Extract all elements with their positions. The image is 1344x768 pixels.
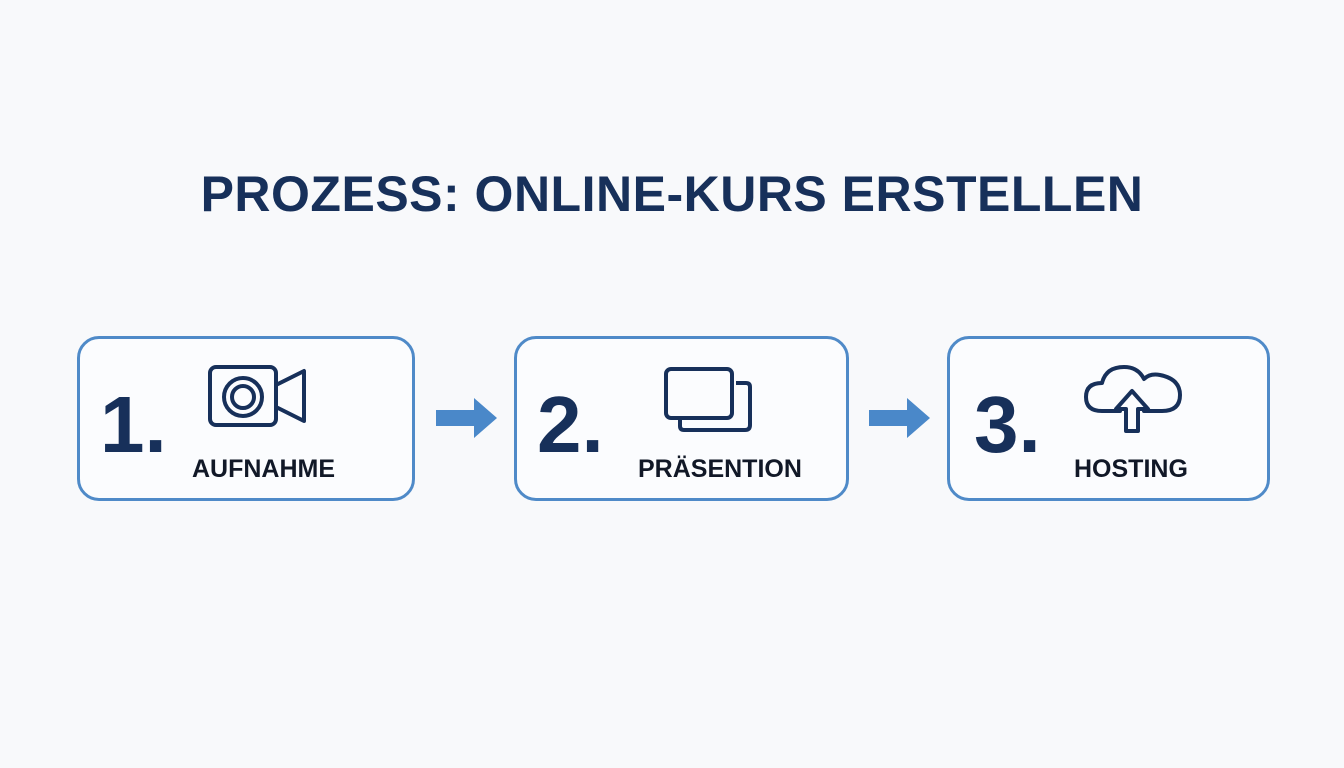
step-label: AUFNAHME bbox=[192, 455, 336, 483]
step-number: 2. bbox=[537, 380, 604, 469]
step-number: 1. bbox=[100, 380, 167, 469]
slides-icon bbox=[662, 365, 754, 440]
step-box-aufnahme: 1. AUFNAHME bbox=[77, 336, 415, 501]
step-number: 3. bbox=[974, 380, 1041, 469]
step-label: PRÄSENTION bbox=[638, 455, 802, 483]
arrow-right-icon bbox=[436, 396, 498, 445]
video-camera-icon bbox=[206, 363, 310, 436]
cloud-upload-icon bbox=[1082, 361, 1186, 442]
page-title: PROZESS: ONLINE-KURS ERSTELLEN bbox=[200, 166, 1144, 222]
arrow-right-icon bbox=[869, 396, 931, 445]
step-box-hosting: 3. HOSTING bbox=[947, 336, 1270, 501]
step-label: HOSTING bbox=[1074, 455, 1188, 483]
step-box-praesentation: 2. PRÄSENTION bbox=[514, 336, 849, 501]
